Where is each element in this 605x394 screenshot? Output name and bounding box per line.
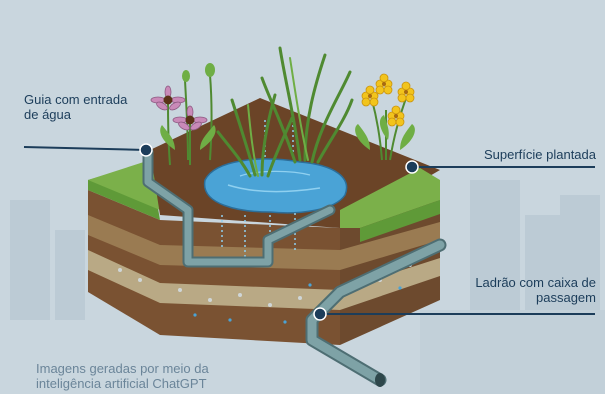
label-inlet-curb: Guia com entrada de água <box>24 92 128 122</box>
marker-dot-planted <box>405 160 419 174</box>
ai-credit-text: Imagens geradas por meio da inteligência… <box>36 361 209 391</box>
drain-pipes <box>142 146 447 387</box>
marker-dot-inlet <box>139 143 153 157</box>
plants <box>150 46 415 178</box>
water-pond <box>204 115 348 260</box>
leader-dots <box>139 143 419 321</box>
leader-lines <box>23 146 595 315</box>
label-planted-surface: Superfície plantada <box>483 147 596 162</box>
purple-flower <box>172 105 208 131</box>
purple-flower <box>150 85 186 111</box>
leader-line-inlet <box>23 146 147 151</box>
marker-dot-overflow <box>313 307 327 321</box>
label-overflow: Ladrão com caixa de passagem <box>475 275 596 305</box>
